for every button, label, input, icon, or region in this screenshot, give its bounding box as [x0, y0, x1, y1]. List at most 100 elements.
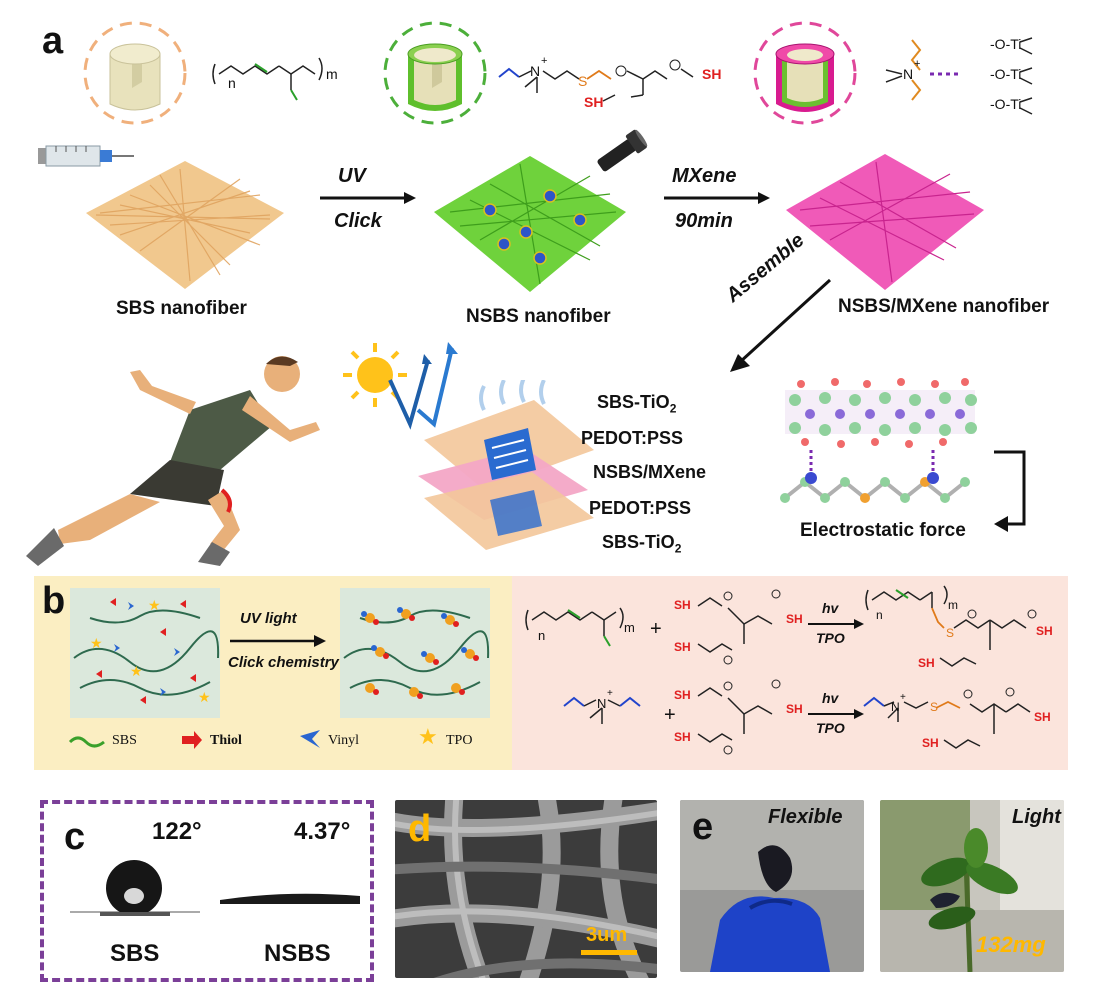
sem-image	[395, 800, 657, 978]
mass-label: 132mg	[976, 932, 1046, 957]
thiol-sh-2b: SH	[786, 702, 803, 716]
nsbs-s-atom: S	[578, 73, 588, 89]
reaction2-product	[863, 687, 1031, 749]
sbs-nanofiber-caption: SBS nanofiber	[116, 298, 247, 319]
mxene-fiber-cross-section	[753, 21, 857, 125]
step1-line1: UV	[338, 165, 366, 187]
sbs-n-index: n	[228, 75, 236, 91]
reaction2-tpo: TPO	[816, 720, 845, 736]
thiol-sh-2a: SH	[674, 688, 691, 702]
ammonium-charge: +	[914, 58, 921, 70]
thiol-sh-1a: SH	[674, 598, 691, 612]
ti-o-2: -O-Ti	[990, 66, 1022, 82]
legend-tpo-label: TPO	[446, 733, 473, 748]
product1-sh-a: SH	[1036, 624, 1053, 638]
reaction1-n: n	[538, 628, 546, 643]
legend-thiol-label: Thiol	[210, 733, 242, 748]
nsbs-contact-angle: 4.37°	[294, 818, 351, 845]
reaction1-tpo: TPO	[816, 630, 845, 646]
panel-c-label: c	[64, 816, 86, 858]
reaction1-sbs	[525, 607, 624, 647]
assemble-arrow	[730, 278, 832, 372]
product2-n: N	[891, 700, 900, 714]
panel-b-label: b	[42, 580, 66, 622]
nsbs-sh-bottom: SH	[584, 94, 604, 110]
nsbs-n-charge: +	[541, 55, 548, 67]
layer-1-label: SBS-TiO2	[597, 392, 677, 416]
legend-thiol-icon	[182, 731, 202, 749]
layer-3-label: NSBS/MXene	[593, 462, 707, 482]
legend-vinyl-label: Vinyl	[328, 733, 360, 748]
nsbs-nanofiber-caption: NSBS nanofiber	[466, 306, 611, 327]
thiol-sh-1c: SH	[674, 640, 691, 654]
reaction2-n: N	[597, 696, 607, 711]
ammonium-n: N	[903, 66, 914, 82]
layered-textile-device	[418, 380, 594, 550]
sbs-nanofiber-mat	[86, 161, 284, 289]
nsbs-sh-top: SH	[702, 66, 722, 82]
flashlight-icon	[597, 129, 648, 172]
light-photo	[880, 800, 1064, 972]
legend-vinyl-icon	[300, 730, 320, 748]
panel-d-label: d	[408, 808, 432, 850]
legend-tpo-icon: ★	[418, 724, 438, 749]
ti-o-3: -O-Ti	[990, 96, 1022, 112]
sem-scale-bar-label: 3um	[586, 924, 628, 946]
mxene-molecular-model	[780, 378, 977, 503]
panel-b-right-bg	[512, 576, 1068, 770]
thiol-crosslinker-1	[697, 589, 781, 665]
cycle-arrow	[994, 450, 1026, 532]
svg-text:★: ★	[130, 663, 143, 679]
reaction1-arrow	[808, 619, 864, 629]
electrostatic-force-label: Electrostatic force	[800, 520, 966, 541]
flexible-photo	[680, 800, 864, 972]
reaction1-hv: hv	[822, 600, 839, 616]
reaction2-arrow	[808, 709, 864, 719]
ti-o-1: -O-Ti	[990, 36, 1022, 52]
product2-s: S	[930, 700, 939, 714]
layer-5-label: SBS-TiO2	[602, 532, 682, 556]
sbs-structure	[212, 57, 323, 101]
step2-arrow	[664, 192, 770, 204]
step2-line1: MXene	[672, 165, 737, 187]
product2-sh-b: SH	[922, 736, 939, 750]
sbs-contact-angle: 122°	[152, 818, 202, 845]
thiol-sh-2c: SH	[674, 730, 691, 744]
uncured-network: ★ ★ ★ ★	[70, 588, 220, 718]
reaction1-plus: +	[650, 618, 662, 640]
thiol-sh-1b: SH	[786, 612, 803, 626]
reaction1-m: m	[624, 620, 635, 635]
uv-arrow	[230, 635, 326, 647]
uv-light-label: UV light	[240, 610, 297, 627]
reaction2-diallyl-ammonium	[563, 696, 641, 724]
sbs-fiber-cross-section	[83, 21, 187, 125]
panel-e-label: e	[692, 806, 714, 848]
product1-sh-b: SH	[918, 656, 935, 670]
product1-s: S	[946, 626, 955, 640]
flexible-label: Flexible	[768, 806, 843, 828]
sbs-m-index: m	[326, 66, 338, 82]
cured-network	[340, 588, 490, 718]
nsbs-water-film	[220, 893, 360, 904]
light-label: Light	[1012, 806, 1061, 828]
nsbs-droplet-label: NSBS	[264, 940, 331, 967]
reaction2-hv: hv	[822, 690, 839, 706]
reaction2-plus: +	[664, 704, 676, 726]
step2-line2: 90min	[675, 210, 733, 232]
legend-sbs-label: SBS	[112, 733, 137, 748]
product1-m: m	[948, 598, 958, 612]
electrostatic-structure	[885, 37, 1033, 115]
svg-text:★: ★	[148, 597, 161, 613]
step1-arrow	[320, 192, 416, 204]
panel-c-border	[40, 800, 374, 982]
legend-sbs-icon	[68, 736, 105, 748]
svg-text:★: ★	[90, 635, 103, 651]
layer-4-label: PEDOT:PSS	[589, 498, 692, 518]
mxene-nanofiber-caption: NSBS/MXene nanofiber	[838, 296, 1050, 317]
product2-sh-a: SH	[1034, 710, 1051, 724]
layer-2-label: PEDOT:PSS	[581, 428, 684, 448]
step1-line2: Click	[334, 210, 382, 232]
reaction2-n-charge: +	[607, 688, 613, 699]
svg-text:★: ★	[198, 689, 211, 705]
nsbs-n-atom: N	[530, 63, 541, 79]
